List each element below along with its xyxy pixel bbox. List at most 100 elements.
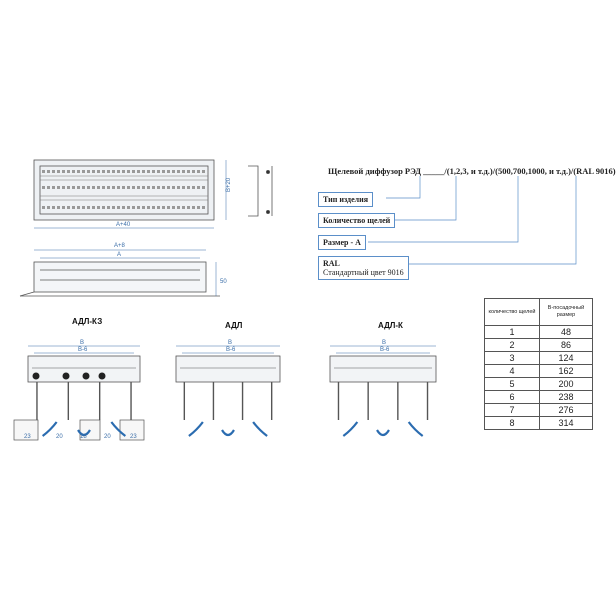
slot-dot bbox=[202, 186, 205, 189]
slot-dot bbox=[162, 186, 165, 189]
slot-dot bbox=[137, 186, 140, 189]
field-ral-label: RAL bbox=[323, 259, 340, 268]
section-title-adl-kz: АДЛ-КЗ bbox=[72, 317, 102, 326]
bottom-dim-5: 23 bbox=[130, 434, 137, 440]
slot-dot bbox=[87, 186, 90, 189]
slot-dot bbox=[57, 186, 60, 189]
slot-dot bbox=[42, 170, 45, 173]
front-width-dim: А+40 bbox=[116, 222, 131, 228]
slot-dot bbox=[162, 206, 165, 209]
slot-dot bbox=[97, 206, 100, 209]
mount-size-cell: 200 bbox=[539, 377, 593, 391]
slot-dot bbox=[137, 206, 140, 209]
slot-dot bbox=[182, 206, 185, 209]
slot-dot bbox=[197, 186, 200, 189]
slot-dot bbox=[107, 186, 110, 189]
s1-dim-outer: В bbox=[80, 340, 84, 346]
slot-dot bbox=[62, 170, 65, 173]
ceiling-block bbox=[119, 419, 145, 441]
slot-dot bbox=[157, 186, 160, 189]
slot-dot bbox=[147, 170, 150, 173]
slot-dot bbox=[202, 206, 205, 209]
slot-dot bbox=[117, 186, 120, 189]
air-flow-arrow bbox=[376, 429, 390, 437]
mount-size-cell: 238 bbox=[539, 390, 593, 404]
bottom-dim-4: 20 bbox=[104, 434, 111, 440]
slot-dot bbox=[167, 170, 170, 173]
top-inner-dim: А bbox=[117, 252, 121, 258]
slot-dot bbox=[192, 186, 195, 189]
slot-dot bbox=[87, 206, 90, 209]
slot-dot bbox=[137, 170, 140, 173]
slot-dot bbox=[92, 170, 95, 173]
air-flow-arrow bbox=[342, 421, 359, 437]
slot-count-cell: 2 bbox=[484, 338, 540, 352]
slot-count-cell: 1 bbox=[484, 325, 540, 339]
field-ral-sub: Стандартный цвет 9016 bbox=[323, 268, 404, 277]
slot-dot bbox=[167, 206, 170, 209]
slot-count-cell: 3 bbox=[484, 351, 540, 365]
field-product-type: Тип изделия bbox=[318, 192, 374, 207]
mount-size-cell: 86 bbox=[539, 338, 593, 352]
slot-dot bbox=[152, 170, 155, 173]
slot-dot bbox=[62, 186, 65, 189]
slot-count-cell: 4 bbox=[484, 364, 540, 378]
slot-dot bbox=[152, 186, 155, 189]
damper-roll bbox=[82, 372, 90, 380]
slot-dot bbox=[172, 206, 175, 209]
slot-dot bbox=[67, 170, 70, 173]
slot-dot bbox=[42, 186, 45, 189]
air-flow-arrow bbox=[407, 421, 424, 437]
slot-dot bbox=[142, 206, 145, 209]
section-title-adl-k: АДЛ-К bbox=[378, 321, 403, 330]
slot-dot bbox=[97, 186, 100, 189]
slot-dot bbox=[97, 170, 100, 173]
slot-dot bbox=[187, 206, 190, 209]
field-size-a: Размер - А bbox=[318, 235, 366, 250]
slot-dot bbox=[102, 206, 105, 209]
slot-dot bbox=[172, 186, 175, 189]
damper-roll bbox=[62, 372, 70, 380]
air-flow-arrow bbox=[252, 421, 268, 437]
slot-dot bbox=[77, 206, 80, 209]
diffuser-body bbox=[329, 355, 437, 383]
sections-geometry bbox=[13, 345, 437, 441]
slot-dot bbox=[47, 170, 50, 173]
slot-dot bbox=[182, 170, 185, 173]
section-title-adl: АДЛ bbox=[225, 321, 243, 330]
code-leaders bbox=[368, 176, 577, 265]
air-flow-arrow bbox=[221, 429, 235, 437]
mount-size-cell: 48 bbox=[539, 325, 593, 339]
slot-dot bbox=[47, 186, 50, 189]
slot-dot bbox=[82, 170, 85, 173]
slot-dot bbox=[47, 206, 50, 209]
slot-dot bbox=[157, 206, 160, 209]
slot-count-cell: 7 bbox=[484, 403, 540, 417]
slot-dot bbox=[127, 170, 130, 173]
mount-size-cell: 162 bbox=[539, 364, 593, 378]
slot-dot bbox=[177, 206, 180, 209]
slot-dot bbox=[52, 170, 55, 173]
slot-dot bbox=[117, 206, 120, 209]
slot-dot bbox=[112, 206, 115, 209]
slot-dot bbox=[92, 186, 95, 189]
s2-dim-outer: В bbox=[228, 340, 232, 346]
air-flow-arrow bbox=[110, 421, 127, 437]
field-slot-count: Количество щелей bbox=[318, 213, 396, 228]
slot-dot bbox=[122, 186, 125, 189]
slot-dot bbox=[52, 206, 55, 209]
slot-dot bbox=[72, 170, 75, 173]
slot-dot bbox=[107, 170, 110, 173]
top-outer-dim: А+8 bbox=[114, 243, 126, 249]
slot-dot bbox=[147, 186, 150, 189]
slot-dot bbox=[132, 186, 135, 189]
slot-dot bbox=[67, 206, 70, 209]
bottom-dim-1: 23 bbox=[24, 434, 31, 440]
